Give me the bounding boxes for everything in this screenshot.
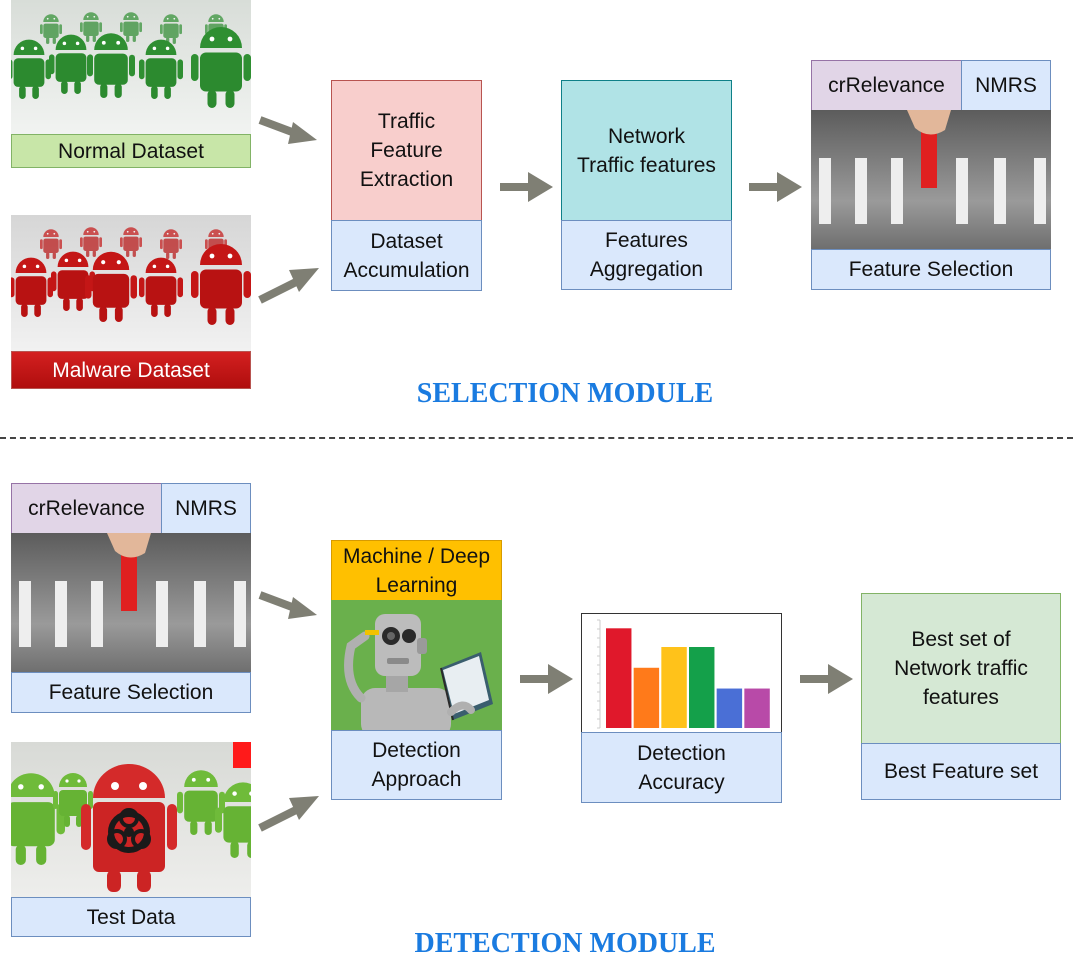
- traffic-feature-extraction-box: Traffic Feature Extraction: [331, 80, 482, 221]
- arrow-network-to-selection: [749, 172, 802, 202]
- feature-selection-label: Feature Selection: [811, 249, 1051, 290]
- android-robots-red-image: [11, 215, 251, 355]
- malware-dataset-label: Malware Dataset: [11, 351, 251, 389]
- detection-module-title: DETECTION MODULE: [414, 928, 716, 959]
- dataset-accumulation-label: Dataset Accumulation: [331, 220, 482, 291]
- detection-nmrs-label: NMRS: [161, 483, 251, 534]
- malware-dataset-image: [11, 215, 251, 355]
- best-set-box: Best set of Network traffic features: [861, 593, 1061, 744]
- chart-bar-1: [606, 628, 632, 728]
- arrow-approach-to-accuracy: [520, 664, 573, 694]
- chart-bar-2: [633, 667, 660, 728]
- normal-dataset-image: [11, 0, 251, 138]
- detection-accuracy-label: Detection Accuracy: [581, 732, 782, 803]
- network-traffic-features-box: Network Traffic features: [561, 80, 732, 221]
- normal-dataset-label: Normal Dataset: [11, 134, 251, 168]
- arrow-malware-to-extraction: [258, 268, 319, 304]
- android-robots-green-image: [11, 0, 251, 138]
- arrow-selection-to-approach: [258, 591, 317, 619]
- arrow-testdata-to-approach: [258, 796, 319, 832]
- test-data-label: Test Data: [11, 897, 251, 937]
- robot-reading-image: [331, 600, 502, 731]
- chart-bar-5: [716, 688, 743, 728]
- accuracy-chart-frame: [581, 613, 782, 733]
- chart-bar-6: [744, 688, 770, 728]
- detection-approach-label: Detection Approach: [331, 730, 502, 800]
- best-feature-set-label: Best Feature set: [861, 743, 1061, 800]
- detection-feature-selection-label: Feature Selection: [11, 672, 251, 713]
- chart-bar-4: [689, 647, 715, 728]
- chart-bar-3: [661, 647, 687, 728]
- test-data-image: [11, 742, 251, 898]
- features-aggregation-label: Features Aggregation: [561, 220, 732, 290]
- arrow-accuracy-to-best: [800, 664, 853, 694]
- domino-selection-image: [11, 533, 251, 673]
- selection-module-title: SELECTION MODULE: [416, 378, 714, 409]
- nmrs-label: NMRS: [961, 60, 1051, 111]
- robot-reading-book-image: [331, 600, 502, 731]
- biohazard-android-image: [11, 742, 251, 898]
- feature-selection-image: [811, 110, 1051, 250]
- arrow-normal-to-extraction: [258, 116, 317, 144]
- crrelevance-label: crRelevance: [811, 60, 962, 111]
- arrow-extraction-to-network: [500, 172, 553, 202]
- machine-deep-learning-label: Machine / Deep Learning: [331, 540, 502, 601]
- domino-selection-image: [811, 110, 1051, 250]
- detection-feature-selection-image: [11, 533, 251, 673]
- module-divider: [0, 437, 1073, 439]
- detection-crrelevance-label: crRelevance: [11, 483, 162, 534]
- bar-chart-image: [597, 619, 770, 729]
